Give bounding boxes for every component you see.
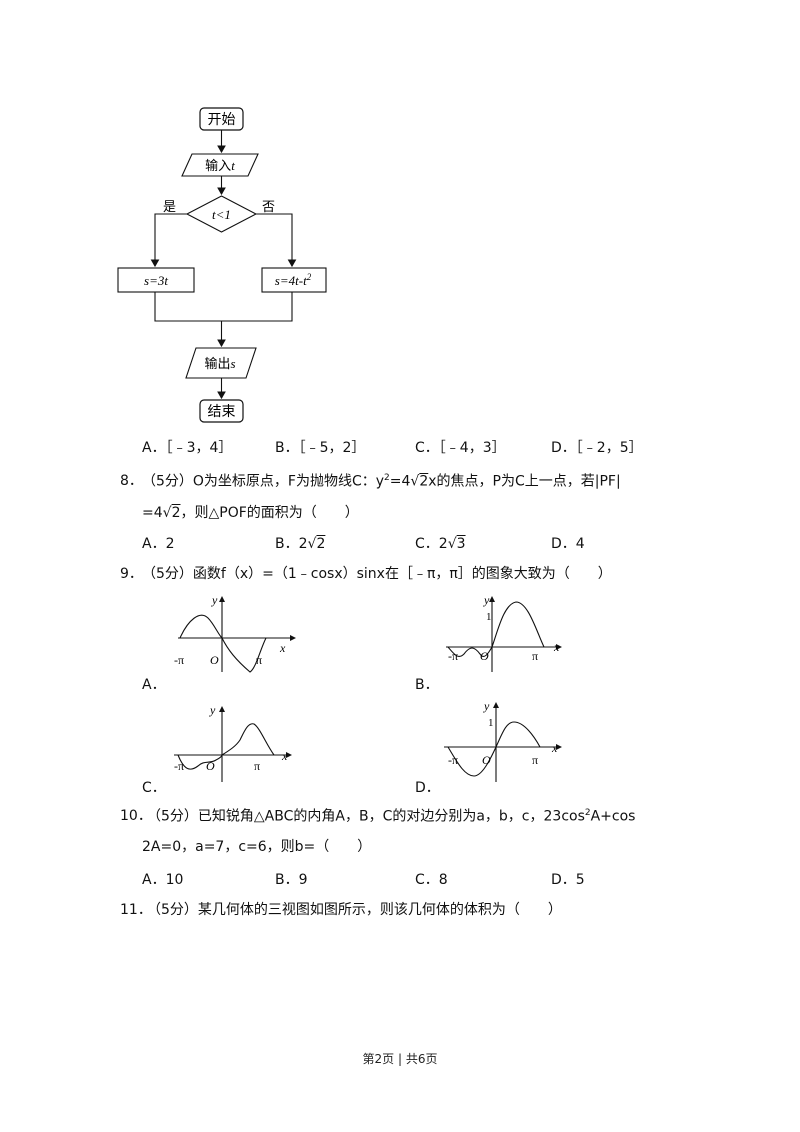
q10-stem-line1: （5分）已知锐角△ABC的内角A，B，C的对边分别为a，b，c，23cos2A+… — [147, 808, 636, 825]
svg-text:-π: -π — [174, 759, 184, 773]
q8-option-a: A．2 — [142, 536, 175, 552]
input-label: 输入t — [205, 158, 235, 174]
q7-option-d: D．［﹣2，5］ — [551, 440, 643, 456]
svg-text:π: π — [532, 753, 538, 767]
svg-text:O: O — [480, 649, 489, 663]
q9-option-d-label: D． — [415, 780, 440, 796]
q9-graph-d: y 1 x O -π π — [444, 700, 562, 782]
q9-option-b-label: B． — [415, 677, 439, 693]
q7-option-a: A．［﹣3，4］ — [142, 440, 233, 456]
svg-text:O: O — [482, 753, 491, 767]
output-label: 输出s — [204, 356, 235, 372]
q9-option-a-label: A． — [142, 677, 166, 693]
graph-pi-label: π — [256, 653, 262, 667]
svg-text:x: x — [551, 741, 558, 755]
graph-neg-pi-label: -π — [174, 653, 184, 667]
graph-origin-label: O — [210, 653, 219, 667]
decision-diamond — [185, 195, 258, 233]
flowchart: 开始 输入t t<1 是 否 s=3t s=4t-t2 输出s 结束 — [117, 107, 327, 423]
svg-text:x: x — [281, 749, 288, 763]
yes-process-label: s=3t — [144, 273, 168, 288]
yes-process-box — [117, 267, 195, 293]
start-label: 开始 — [208, 112, 236, 128]
q8-option-b: B．2√2 — [275, 536, 326, 552]
q8-stem-line2: =4√2，则△POF的面积为（ ） — [142, 505, 359, 521]
graph-x-label: x — [279, 641, 286, 655]
svg-text:1: 1 — [486, 611, 492, 623]
q9-graph-c: y x O -π π — [174, 703, 292, 782]
page-footer: 第2页 | 共6页 — [362, 1052, 438, 1066]
q10-stem-line2: 2A=0，a=7，c=6，则b=（ ） — [142, 839, 372, 855]
q10-number: 10． — [120, 808, 152, 824]
input-box — [181, 153, 259, 177]
q10-option-c: C．8 — [415, 872, 448, 888]
q10-option-a: A．10 — [142, 872, 184, 888]
q7-option-b: B．［﹣5，2］ — [275, 440, 366, 456]
output-box — [185, 347, 257, 379]
svg-text:π: π — [254, 759, 260, 773]
svg-text:O: O — [206, 759, 215, 773]
svg-text:-π: -π — [448, 649, 458, 663]
no-process-box — [261, 267, 327, 293]
q9-graph-b: y 1 x O -π π — [446, 593, 562, 672]
graph-y-label: y — [211, 593, 218, 607]
q10-option-d: D．5 — [551, 872, 585, 888]
svg-text:-π: -π — [448, 753, 458, 767]
q11-number: 11． — [120, 902, 152, 918]
q9-graph-a: y x O -π π — [174, 593, 296, 673]
q9-number: 9． — [120, 566, 143, 582]
svg-text:y: y — [483, 593, 490, 607]
svg-text:π: π — [532, 649, 538, 663]
svg-text:x: x — [553, 640, 560, 654]
no-label: 否 — [262, 200, 275, 215]
q8-option-c: C．2√3 — [415, 536, 466, 552]
decision-label: t<1 — [212, 207, 231, 222]
q8-stem-line1: （5分）O为坐标原点，F为抛物线C：y2=4√2x的焦点，P为C上一点，若|PF… — [142, 473, 621, 490]
yes-label: 是 — [163, 200, 176, 215]
end-label: 结束 — [208, 404, 236, 420]
q9-stem: （5分）函数f（x）=（1﹣cosx）sinx在［﹣π，π］的图象大致为（ ） — [142, 566, 612, 582]
end-box — [199, 399, 244, 423]
svg-text:y: y — [483, 700, 490, 713]
q7-option-c: C．［﹣4，3］ — [415, 440, 506, 456]
no-process-label: s=4t-t2 — [275, 272, 312, 288]
q11-stem: （5分）某几何体的三视图如图所示，则该几何体的体积为（ ） — [147, 902, 562, 918]
q10-option-b: B．9 — [275, 872, 308, 888]
q9-option-c-label: C． — [142, 780, 166, 796]
svg-text:y: y — [209, 703, 216, 717]
q8-number: 8． — [120, 473, 143, 489]
q8-option-d: D．4 — [551, 536, 585, 552]
svg-text:1: 1 — [488, 717, 494, 729]
